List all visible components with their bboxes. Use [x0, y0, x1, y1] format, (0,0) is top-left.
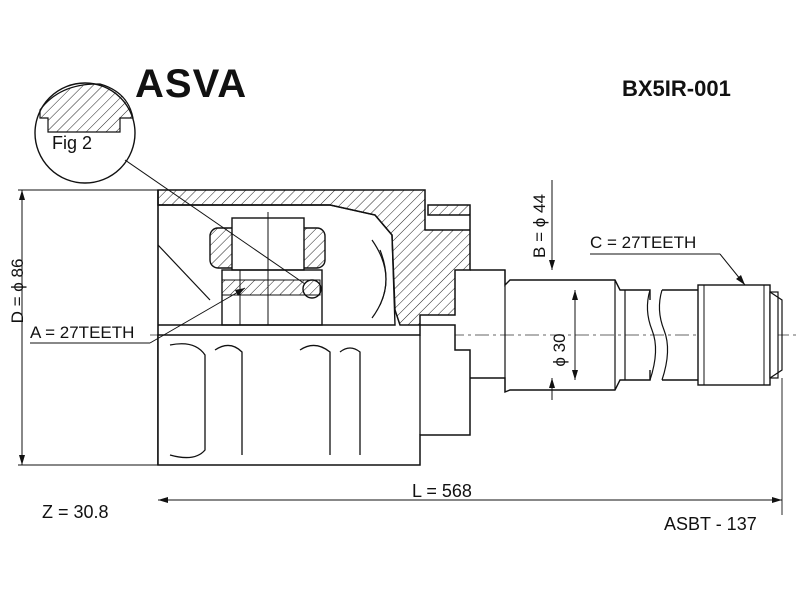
- outer-spline: [697, 284, 771, 386]
- housing-bore: [158, 204, 396, 326]
- part-number: BX5IR-001: [622, 76, 731, 101]
- chamfer: [769, 291, 783, 379]
- tulip-lobe-3: [299, 344, 331, 455]
- dimension-d: D = ϕ 86: [8, 258, 27, 324]
- b-arrow-bottom: [549, 378, 555, 388]
- tulip-lobe-2: [214, 344, 243, 455]
- outer-spline-label: C = 27TEETH: [590, 233, 697, 252]
- b-arrow-top: [549, 260, 555, 270]
- reference-code: ASBT - 137: [664, 514, 757, 534]
- shaft-arrow-top: [572, 290, 578, 300]
- spline-hatch: [221, 279, 321, 296]
- housing-outside: [157, 324, 471, 466]
- dimension-length: L = 568: [412, 481, 472, 501]
- detail-leader: [124, 159, 306, 285]
- c-leader-arrow: [736, 275, 745, 285]
- break-line-right: [658, 289, 669, 381]
- detail-label: Fig 2: [52, 133, 93, 153]
- shaft-arrow-bottom: [572, 370, 578, 380]
- circlip-groove: [769, 291, 779, 379]
- a-leader-diag: [149, 287, 246, 344]
- tulip-lobe-4: [339, 347, 361, 455]
- l-arrow-left: [158, 497, 168, 503]
- l-arrow-right: [772, 497, 782, 503]
- break-line-left: [646, 289, 657, 381]
- dimension-shaft-dia: ϕ 30: [550, 333, 569, 367]
- dimension-b: B = ϕ 44: [530, 194, 549, 258]
- bell-diagonal: [157, 244, 211, 301]
- stem-upper: [470, 269, 651, 300]
- d-arrow-bottom: [19, 455, 25, 465]
- tulip-lobe-1: [169, 343, 206, 459]
- detail-hatch: [39, 83, 134, 133]
- z-value: Z = 30.8: [42, 502, 109, 522]
- detail-marker: [302, 279, 322, 299]
- brand-logo: ASVA: [135, 62, 248, 106]
- spider-hub: [221, 269, 323, 326]
- d-arrow-top: [19, 190, 25, 200]
- bore-inner-curve-2: [371, 239, 387, 319]
- a-leader-arrow: [235, 288, 245, 296]
- inner-spline-label: A = 27TEETH: [30, 323, 135, 342]
